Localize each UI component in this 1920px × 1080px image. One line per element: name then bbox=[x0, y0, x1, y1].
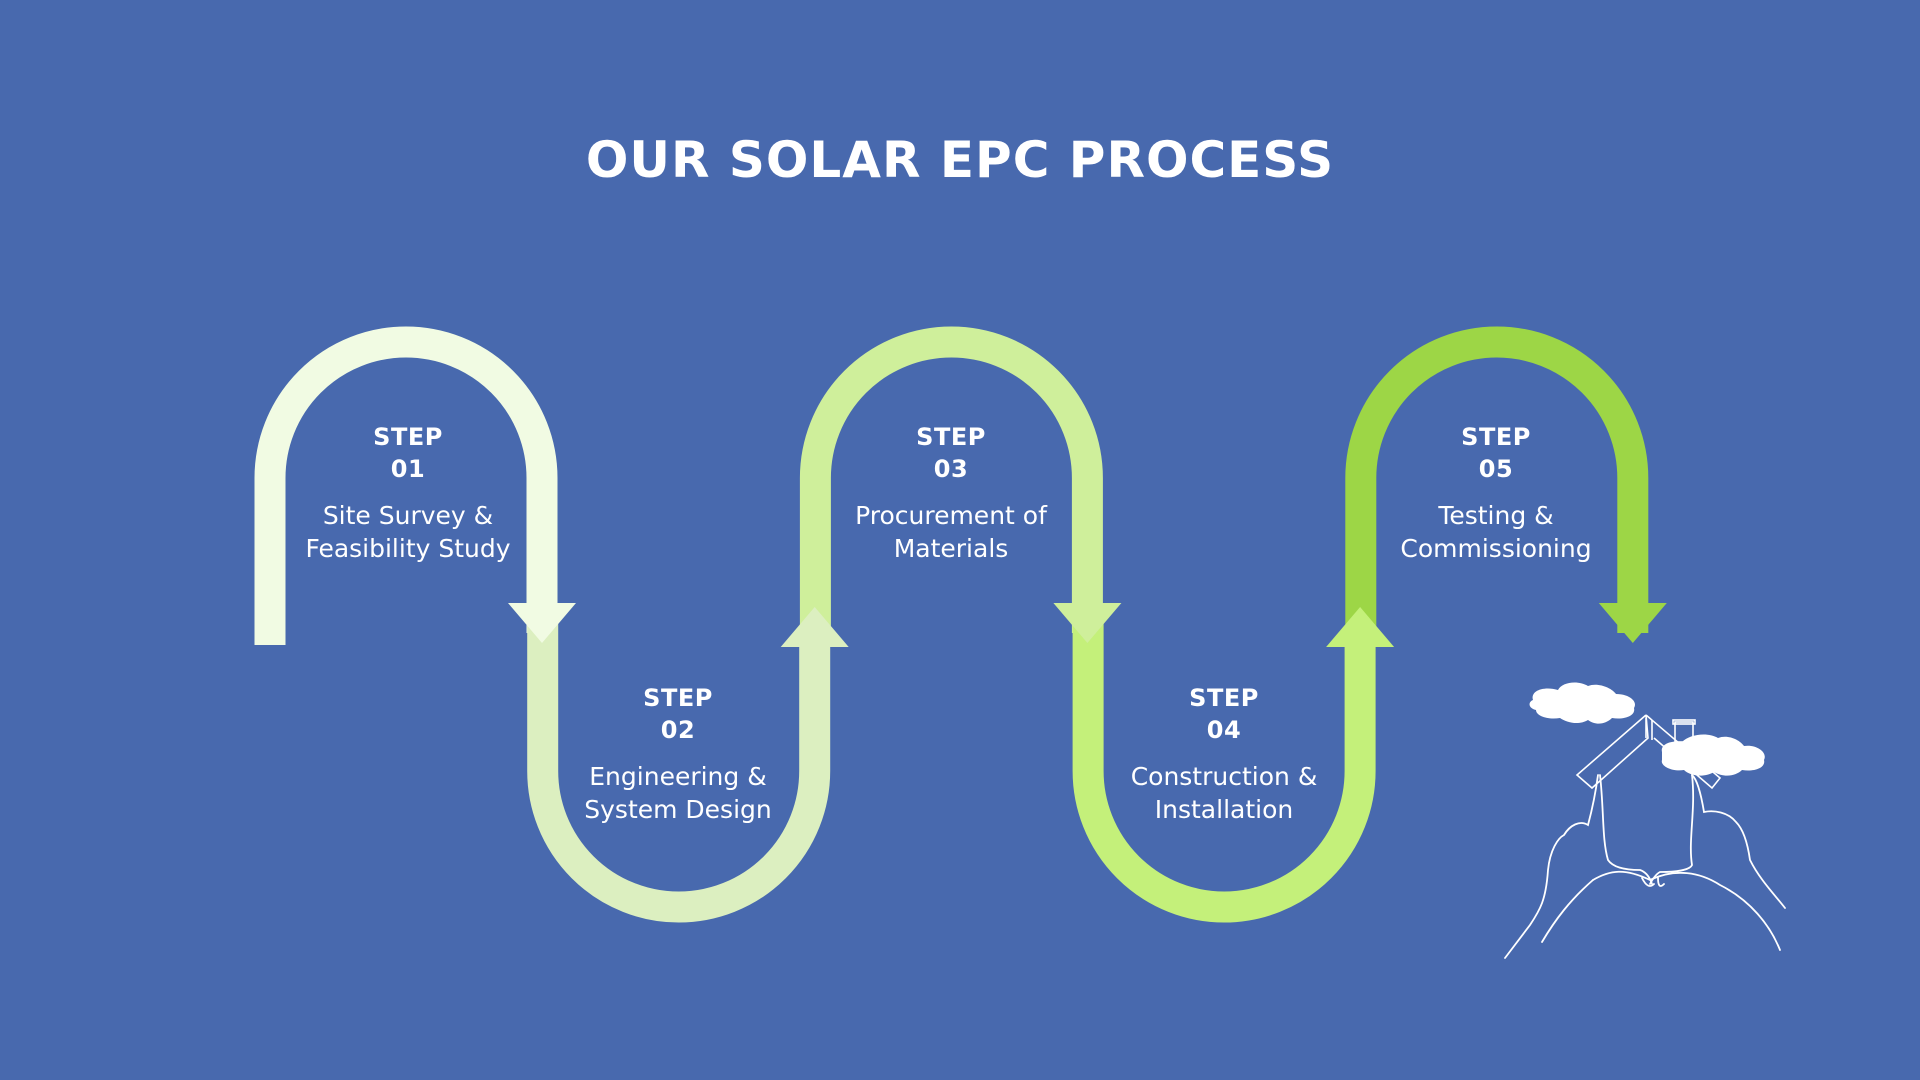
arrow-down-icon bbox=[508, 603, 576, 643]
step-description: Construction & Installation bbox=[1130, 762, 1318, 824]
step-number: 02 bbox=[660, 716, 696, 744]
step-label: STEP bbox=[1461, 423, 1531, 451]
step-05: STEP 05 Testing & Commissioning bbox=[1376, 421, 1616, 565]
arrow-up-icon bbox=[780, 607, 849, 647]
step-number: 03 bbox=[933, 455, 969, 483]
step-03: STEP 03 Procurement of Materials bbox=[831, 421, 1071, 565]
hands-framing-house-icon bbox=[1504, 682, 1786, 959]
step-number: 04 bbox=[1206, 716, 1242, 744]
arrow-down-icon bbox=[1598, 603, 1667, 643]
step-3-path bbox=[799, 326, 1103, 645]
house-roof-icon bbox=[1575, 714, 1722, 790]
step-01: STEP 01 Site Survey & Feasibility Study bbox=[288, 421, 528, 565]
page-title: OUR SOLAR EPC PROCESS bbox=[585, 131, 1335, 189]
step-5-path bbox=[1345, 326, 1649, 645]
step-number: 01 bbox=[390, 455, 426, 483]
step-label: STEP bbox=[916, 423, 986, 451]
step-2-path bbox=[527, 605, 831, 923]
step-label: STEP bbox=[643, 684, 713, 712]
step-description: Site Survey & Feasibility Study bbox=[305, 501, 511, 563]
step-04: STEP 04 Construction & Installation bbox=[1104, 682, 1344, 826]
step-label: STEP bbox=[373, 423, 443, 451]
cloud-right-icon bbox=[1661, 734, 1765, 776]
step-02: STEP 02 Engineering & System Design bbox=[558, 682, 798, 826]
cloud-left-icon bbox=[1529, 682, 1636, 724]
hands-icon bbox=[1504, 774, 1786, 959]
step-description: Engineering & System Design bbox=[584, 762, 772, 824]
step-number: 05 bbox=[1478, 455, 1514, 483]
arrow-up-icon bbox=[1326, 607, 1395, 647]
step-1-path bbox=[254, 326, 558, 645]
step-description: Procurement of Materials bbox=[855, 501, 1047, 563]
step-description: Testing & Commissioning bbox=[1400, 501, 1592, 563]
step-4-path bbox=[1072, 605, 1376, 923]
arrow-down-icon bbox=[1053, 603, 1122, 643]
step-label: STEP bbox=[1189, 684, 1259, 712]
